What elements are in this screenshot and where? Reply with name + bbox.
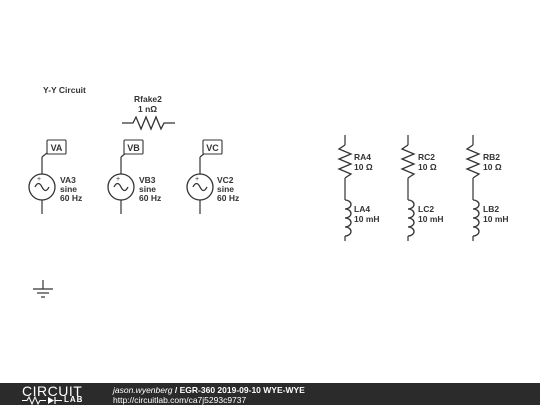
author-link[interactable]: jason.wyenberg bbox=[113, 385, 173, 395]
branch-b[interactable]: RB2 10 Ω LB2 10 mH bbox=[465, 135, 509, 241]
source-vc2[interactable]: VC + VC2 sine 60 Hz bbox=[186, 139, 239, 214]
plus-sign: + bbox=[116, 176, 120, 183]
branch-c[interactable]: RC2 10 Ω LC2 10 mH bbox=[400, 135, 444, 241]
vc2-name: VC2 bbox=[217, 175, 234, 185]
rc2-name: RC2 bbox=[418, 152, 435, 162]
lc2-name: LC2 bbox=[418, 204, 434, 214]
probe-vc-label: VC bbox=[206, 143, 219, 153]
logo-text-lab: LAB bbox=[64, 395, 84, 404]
circuit-meta: jason.wyenberg / EGR-360 2019-09-10 WYE-… bbox=[113, 385, 305, 405]
rb2-name: RB2 bbox=[483, 152, 500, 162]
logo-wave-icon bbox=[22, 396, 62, 405]
branch-a[interactable]: RA4 10 Ω LA4 10 mH bbox=[337, 135, 380, 241]
vc2-freq: 60 Hz bbox=[217, 193, 239, 203]
vb3-name: VB3 bbox=[139, 175, 156, 185]
circuit-title: Y-Y Circuit bbox=[43, 85, 86, 95]
lb2-name: LB2 bbox=[483, 204, 499, 214]
vc2-type: sine bbox=[217, 184, 234, 194]
rc2-value: 10 Ω bbox=[418, 162, 437, 172]
circuit-name[interactable]: EGR-360 2019-09-10 WYE-WYE bbox=[179, 385, 305, 395]
circuitlab-logo[interactable]: CIRCUIT LAB bbox=[22, 383, 94, 405]
inductor-la4-symbol bbox=[344, 199, 352, 237]
inductor-lb2-symbol bbox=[472, 199, 480, 237]
rfake2-value: 1 nΩ bbox=[138, 104, 157, 114]
source-vb3[interactable]: VB + VB3 sine 60 Hz bbox=[107, 139, 161, 214]
sine-wave-icon bbox=[113, 182, 129, 192]
schematic-canvas: Y-Y Circuit Rfake2 1 nΩ VA + VA3 sine 60… bbox=[28, 85, 509, 298]
probe-vb-label: VB bbox=[127, 143, 140, 153]
probe-va[interactable] bbox=[46, 139, 67, 155]
logo-text-circuit: CIRCUIT bbox=[22, 383, 83, 399]
lc2-value: 10 mH bbox=[418, 214, 444, 224]
vb3-type: sine bbox=[139, 184, 156, 194]
lb2-value: 10 mH bbox=[483, 214, 509, 224]
vb3-freq: 60 Hz bbox=[139, 193, 161, 203]
plus-sign: + bbox=[37, 176, 41, 183]
ra4-name: RA4 bbox=[354, 152, 371, 162]
resistor-rfake2-symbol bbox=[122, 115, 175, 131]
va3-freq: 60 Hz bbox=[60, 193, 82, 203]
va3-type: sine bbox=[60, 184, 77, 194]
rfake2-name: Rfake2 bbox=[134, 94, 162, 104]
circuit-url[interactable]: http://circuitlab.com/ca7j5293c9737 bbox=[113, 395, 247, 405]
source-va3[interactable]: VA + VA3 sine 60 Hz bbox=[28, 139, 82, 214]
va3-name: VA3 bbox=[60, 175, 76, 185]
plus-sign: + bbox=[195, 176, 199, 183]
la4-value: 10 mH bbox=[354, 214, 380, 224]
ground-icon[interactable] bbox=[33, 280, 53, 298]
la4-name: LA4 bbox=[354, 204, 370, 214]
sine-wave-icon bbox=[192, 182, 208, 192]
resistor-ra4-symbol bbox=[337, 144, 353, 179]
probe-vb[interactable] bbox=[123, 139, 144, 155]
probe-va-label: VA bbox=[51, 143, 63, 153]
footer-bar: CIRCUIT LAB jason.wyenberg / EGR-360 201… bbox=[0, 383, 540, 405]
probe-vc[interactable] bbox=[202, 139, 223, 155]
path-separator: / bbox=[172, 385, 180, 395]
resistor-rb2-symbol bbox=[465, 144, 481, 179]
sine-wave-icon bbox=[34, 182, 50, 192]
inductor-lc2-symbol bbox=[407, 199, 415, 237]
resistor-rc2-symbol bbox=[400, 144, 416, 179]
probe-va-leader bbox=[41, 152, 48, 158]
ra4-value: 10 Ω bbox=[354, 162, 373, 172]
resistor-rfake2[interactable]: Rfake2 1 nΩ bbox=[122, 94, 175, 131]
rb2-value: 10 Ω bbox=[483, 162, 502, 172]
